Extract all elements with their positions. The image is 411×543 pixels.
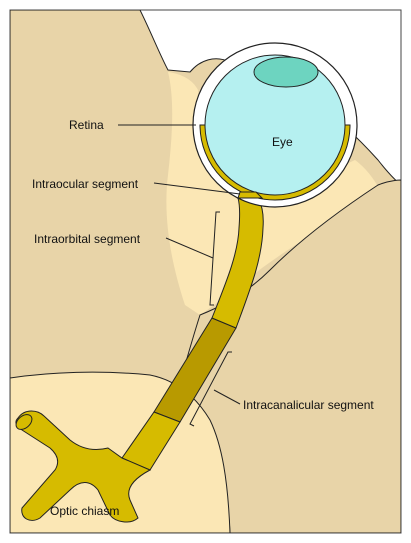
intracanalicular-leader-line	[213, 389, 241, 405]
eye-globe	[204, 54, 346, 196]
eye-lens	[253, 56, 319, 88]
label-intraorbital-segment: Intraorbital segment	[34, 232, 141, 246]
label-intracanalicular-segment: Intracanalicular segment	[243, 398, 374, 412]
label-eye: Eye	[272, 135, 293, 149]
label-optic-chiasm: Optic chiasm	[50, 504, 119, 518]
intraorbital-bracket	[209, 211, 220, 306]
optic-chiasm-shape	[15, 410, 152, 523]
intraocular-leader-line	[153, 182, 241, 195]
optic-chiasm-cut-end	[15, 414, 33, 430]
label-retina: Retina	[69, 118, 104, 132]
optic-nerve-intraocular	[237, 191, 264, 199]
intraorbital-leader-line	[165, 237, 214, 259]
intracanalicular-bracket	[189, 351, 232, 427]
label-intraocular-segment: Intraocular segment	[32, 177, 139, 191]
optic-nerve-intraorbital	[211, 197, 264, 329]
